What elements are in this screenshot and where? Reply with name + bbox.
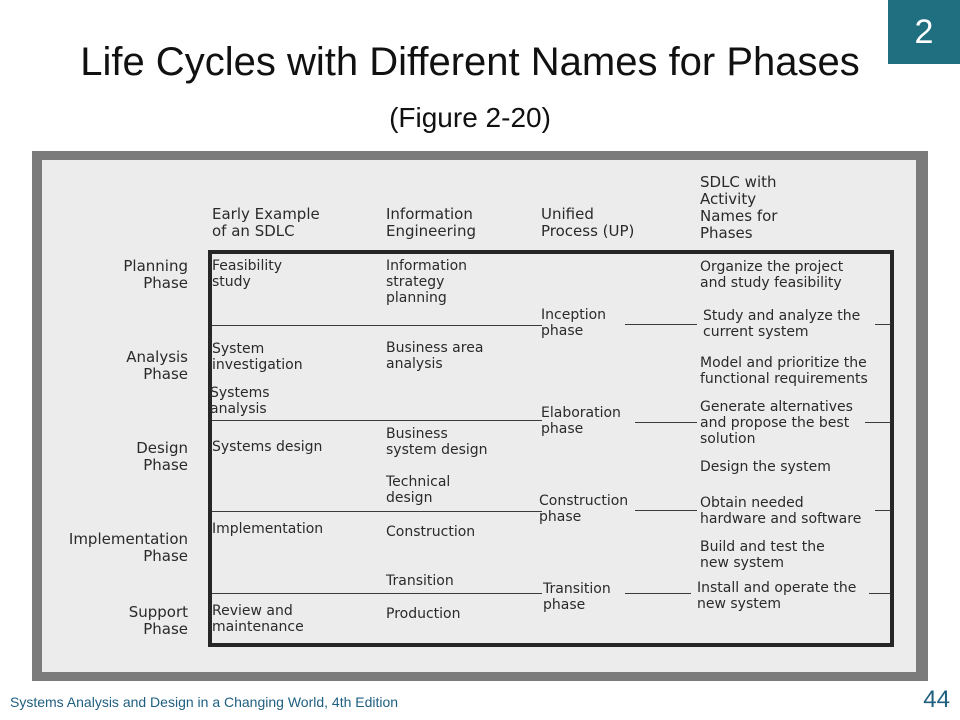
figure-panel: Early Example of an SDLC Information Eng… (42, 160, 916, 672)
cell-obtain-hardware: Obtain needed hardware and software (700, 495, 862, 527)
cell-transition-phase: Transition phase (543, 581, 611, 613)
phase-analysis: Analysis Phase (126, 348, 188, 383)
header-early-sdlc: Early Example of an SDLC (212, 205, 320, 240)
connector-line (625, 593, 691, 594)
cell-feasibility-study: Feasibility study (212, 258, 282, 290)
phase-design: Design Phase (136, 439, 188, 474)
connector-line (875, 510, 891, 511)
connector-line (875, 324, 891, 325)
cell-transition: Transition (386, 573, 454, 589)
phase-support: Support Phase (128, 603, 188, 638)
cell-implementation: Implementation (212, 521, 324, 537)
cell-information-strategy: Information strategy planning (386, 258, 468, 306)
footer-book-title: Systems Analysis and Design in a Changin… (10, 694, 399, 710)
cell-systems-analysis: Systems analysis (210, 385, 270, 417)
connector-line (635, 510, 697, 511)
cell-technical-design: Technical design (386, 474, 451, 506)
cell-design-system: Design the system (700, 459, 831, 475)
cell-model-prioritize: Model and prioritize the functional requ… (700, 355, 868, 387)
cell-install-operate: Install and operate the new system (697, 580, 857, 612)
cell-systems-design: Systems design (212, 439, 323, 455)
cell-construction-phase: Construction phase (539, 493, 629, 525)
cell-generate-alternatives: Generate alternatives and propose the be… (700, 399, 853, 447)
header-information-engineering: Information Engineering (386, 205, 476, 240)
connector-line (625, 324, 697, 325)
divider-line (212, 511, 542, 512)
phase-implementation: Implementation Phase (68, 530, 188, 565)
cell-build-test: Build and test the new system (700, 539, 825, 571)
cell-production: Production (386, 606, 461, 622)
slide-title: Life Cycles with Different Names for Pha… (60, 36, 880, 144)
figure-frame: Early Example of an SDLC Information Eng… (32, 151, 928, 681)
cell-review-maintenance: Review and maintenance (212, 603, 304, 635)
divider-line (212, 593, 542, 594)
title-main: Life Cycles with Different Names for Pha… (80, 40, 860, 84)
phase-planning: Planning Phase (123, 257, 188, 292)
connector-line (869, 593, 891, 594)
connector-line (635, 422, 697, 423)
header-sdlc-activity-names: SDLC with Activity Names for Phases (700, 173, 778, 242)
lifecycle-table (208, 250, 894, 647)
cell-business-system-design: Business system design (386, 426, 488, 458)
cell-organize-project: Organize the project and study feasibili… (700, 259, 844, 291)
connector-line (865, 422, 891, 423)
title-figure-ref: (Figure 2-20) (389, 102, 551, 133)
cell-inception-phase: Inception phase (541, 307, 607, 339)
cell-business-area-analysis: Business area analysis (386, 340, 484, 372)
cell-construction: Construction (386, 524, 476, 540)
cell-study-analyze: Study and analyze the current system (703, 308, 861, 340)
cell-system-investigation: System investigation (212, 341, 303, 373)
page-number: 44 (923, 686, 950, 713)
cell-elaboration-phase: Elaboration phase (541, 405, 621, 437)
divider-line (212, 325, 542, 326)
divider-line (212, 420, 542, 421)
header-unified-process: Unified Process (UP) (541, 205, 635, 240)
chapter-badge: 2 (888, 0, 960, 64)
